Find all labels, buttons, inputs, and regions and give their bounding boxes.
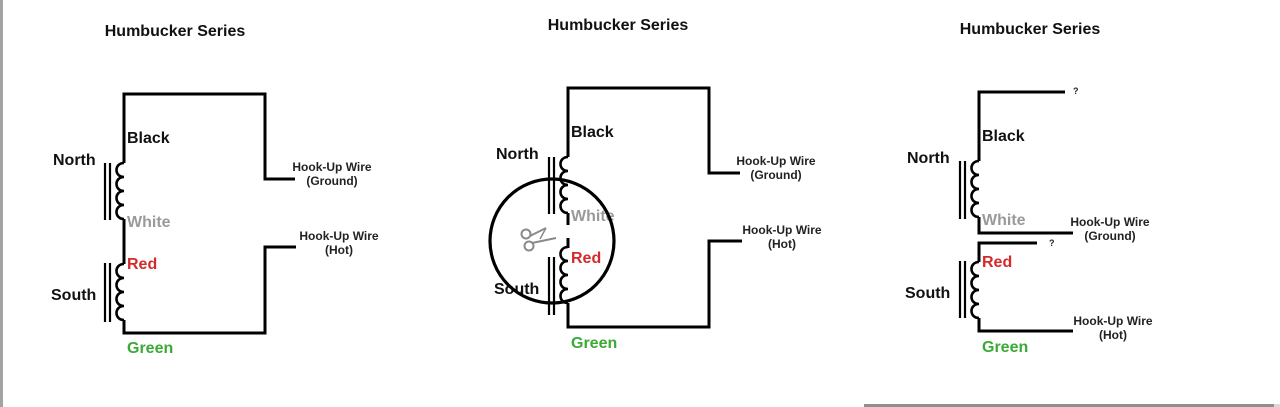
hookup-ground-line2: (Ground) — [1084, 229, 1135, 243]
red-label: Red — [127, 256, 157, 273]
green-label: Green — [571, 335, 617, 352]
black-label: Black — [127, 130, 170, 147]
window-left-border — [0, 0, 3, 407]
green-wire — [566, 239, 742, 329]
green-label: Green — [982, 339, 1028, 356]
hookup-hot-line2: (Hot) — [1099, 328, 1127, 342]
black-wire — [977, 90, 1065, 161]
north-label: North — [907, 150, 950, 167]
hookup-hot-line2: (Hot) — [325, 243, 353, 257]
unknown-mark-1: ? — [1073, 86, 1079, 96]
black-wire — [122, 92, 295, 181]
north-coil — [958, 159, 981, 219]
panel-3-title: Humbucker Series — [960, 21, 1101, 38]
south-label: South — [494, 281, 539, 298]
hookup-ground-line2: (Ground) — [306, 174, 357, 188]
panel-3: Humbucker Series ? ? North South Black W… — [905, 21, 1153, 356]
north-coil — [547, 155, 570, 215]
white-label: White — [571, 208, 615, 225]
black-label: Black — [982, 128, 1025, 145]
unknown-mark-2: ? — [1049, 238, 1055, 248]
south-coil — [103, 262, 126, 322]
cut-highlight-circle — [488, 177, 616, 305]
hookup-hot-line1: Hook-Up Wire — [742, 223, 822, 237]
south-label: South — [51, 287, 96, 304]
north-coil — [103, 161, 126, 221]
panel-2: Humbucker Series North South Black White… — [488, 17, 822, 352]
white-wire — [977, 217, 1073, 235]
south-coil — [547, 245, 570, 315]
panel-1-title: Humbucker Series — [105, 23, 246, 40]
panel-1: Humbucker Series North South Black White… — [51, 23, 379, 357]
green-wire — [122, 245, 296, 335]
hookup-ground-line2: (Ground) — [750, 168, 801, 182]
green-wire — [977, 318, 1073, 333]
south-label: South — [905, 285, 950, 302]
bottom-scrollbar-end — [1274, 404, 1280, 407]
green-label: Green — [127, 340, 173, 357]
hookup-ground-line1: Hook-Up Wire — [292, 160, 372, 174]
red-wire — [977, 241, 1037, 262]
north-label: North — [53, 152, 96, 169]
bottom-scrollbar[interactable] — [864, 404, 1274, 407]
red-label: Red — [982, 254, 1012, 271]
south-coil — [958, 260, 981, 320]
hookup-hot-line1: Hook-Up Wire — [1073, 314, 1153, 328]
black-wire — [566, 86, 740, 175]
hookup-hot-line2: (Hot) — [768, 237, 796, 251]
hookup-ground-line1: Hook-Up Wire — [1070, 215, 1150, 229]
hookup-hot-line1: Hook-Up Wire — [299, 229, 379, 243]
scissors-icon — [520, 227, 557, 252]
white-label: White — [982, 212, 1026, 229]
red-label: Red — [571, 250, 601, 267]
white-label: White — [127, 214, 171, 231]
panel-2-title: Humbucker Series — [548, 17, 689, 34]
black-label: Black — [571, 124, 614, 141]
hookup-ground-line1: Hook-Up Wire — [736, 154, 816, 168]
north-label: North — [496, 146, 539, 163]
